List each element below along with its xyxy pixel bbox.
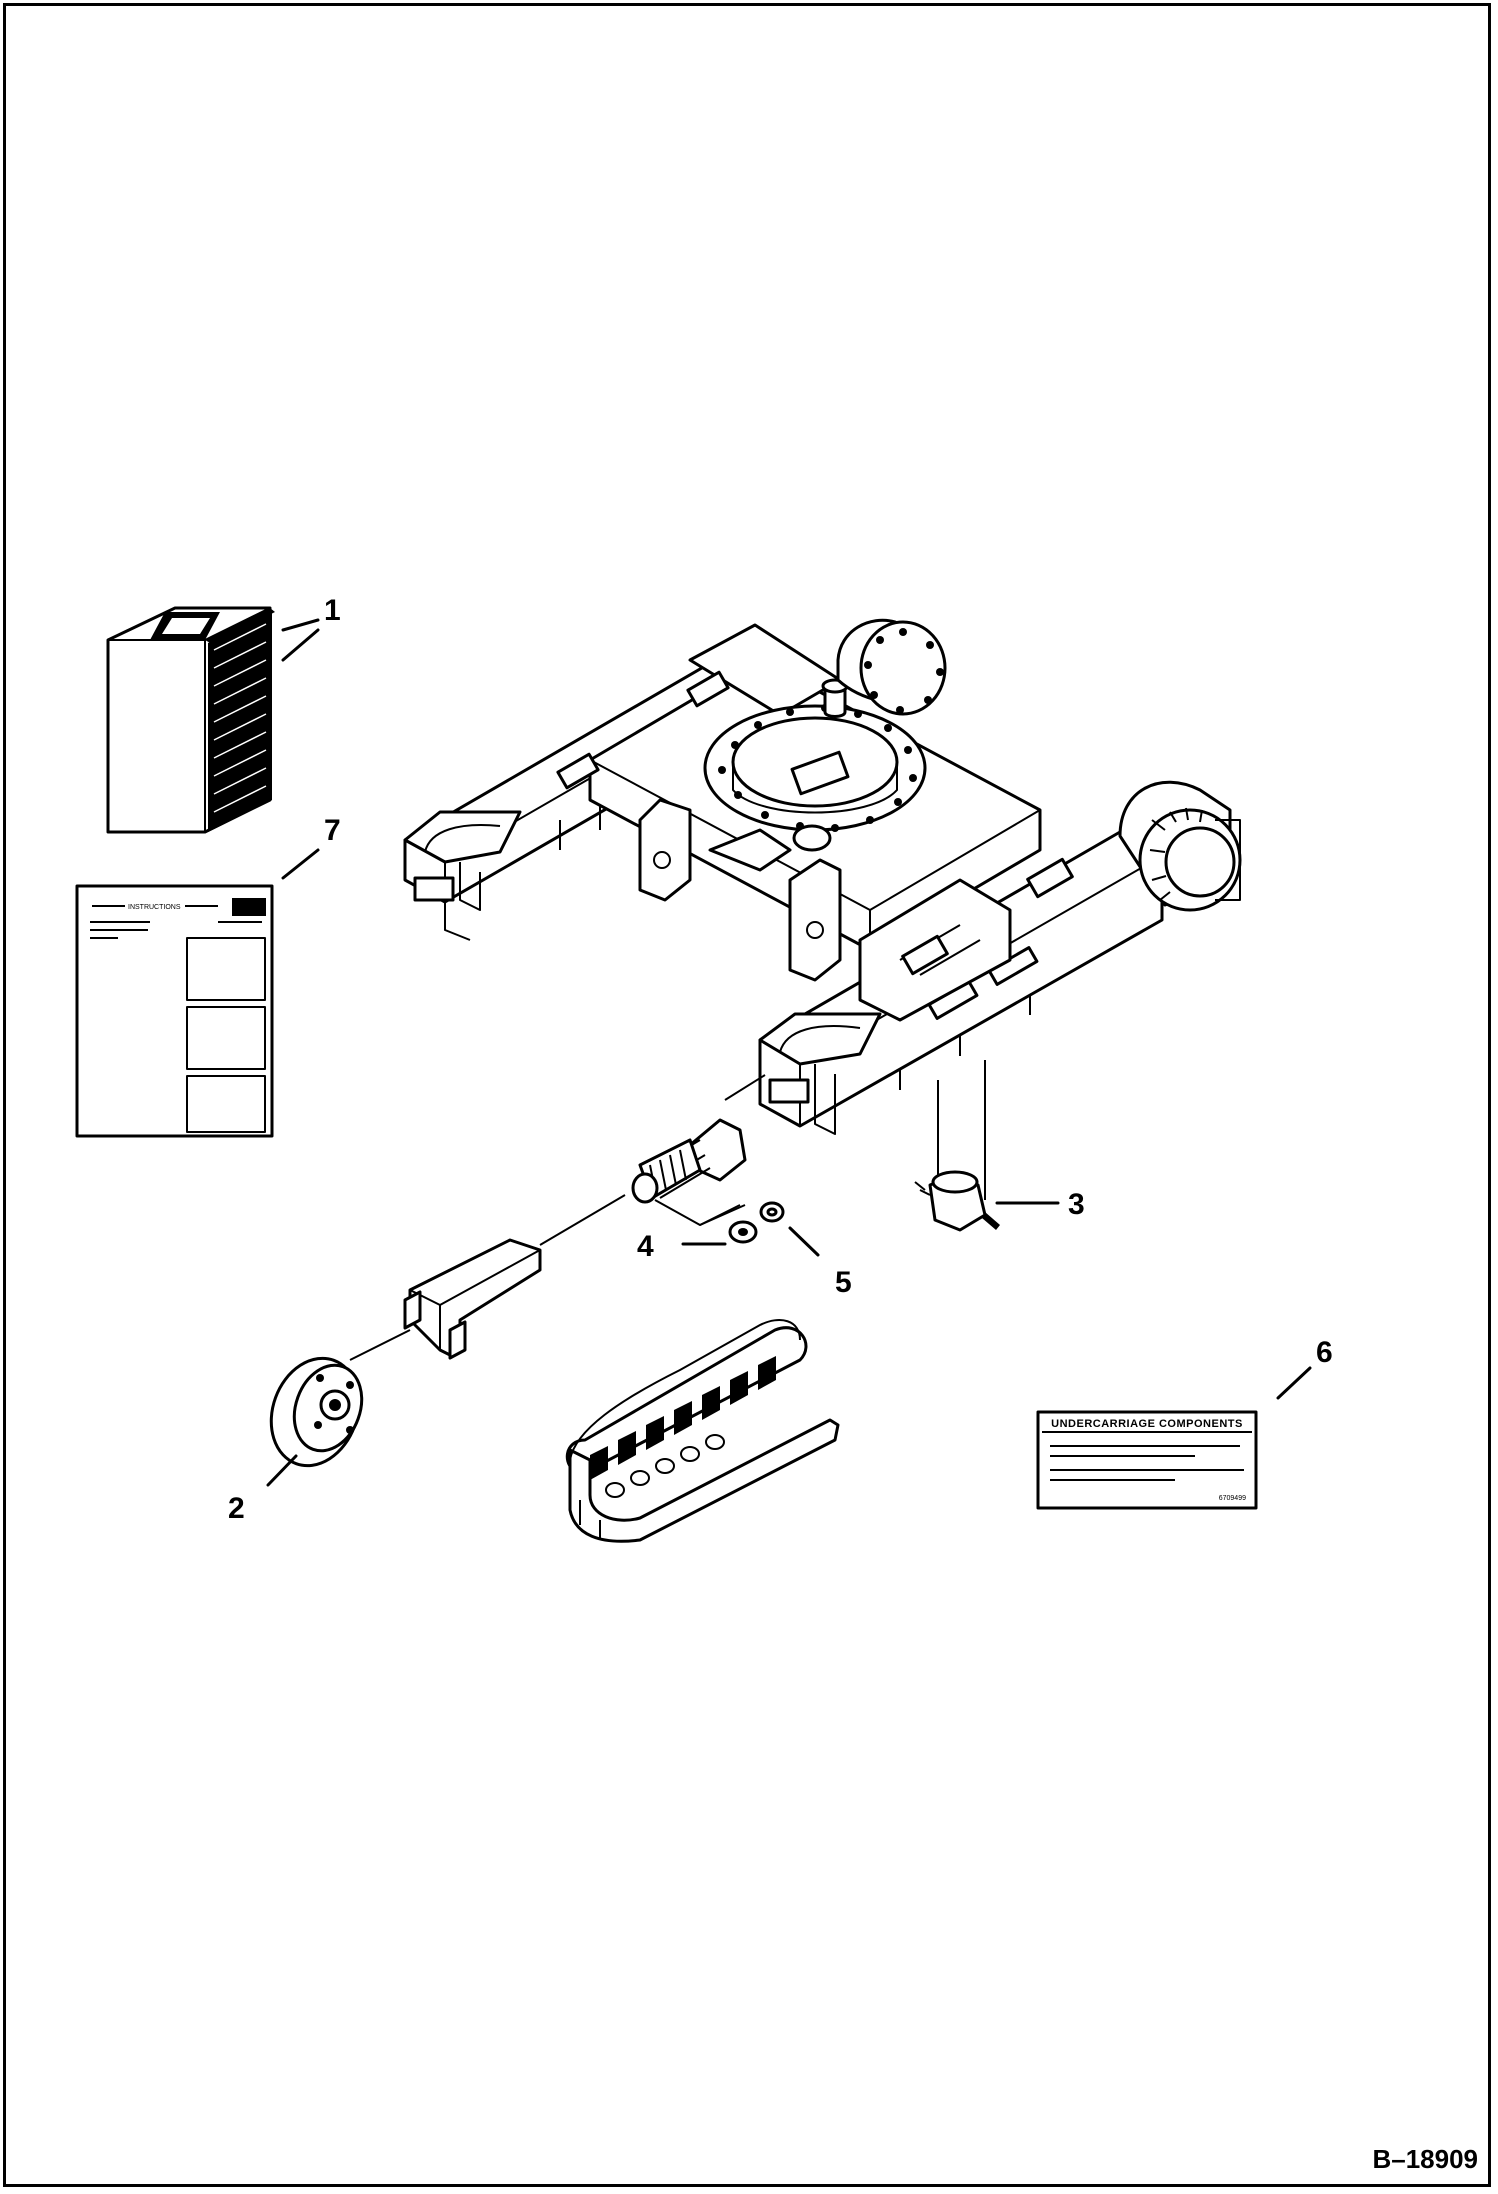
nut [728,1220,758,1244]
front-idler [269,1356,364,1468]
guide-bracket [349,1238,542,1361]
callout-1: 1 [324,594,341,627]
decal-title: UNDERCARRIAGE COMPONENTS [1051,1418,1243,1430]
callout-3: 3 [1068,1188,1085,1221]
callout-6: 6 [1316,1336,1333,1369]
instruction-sheet: INSTRUCTIONS [75,884,274,1138]
instruction-sheet-heading: INSTRUCTIONS [128,904,181,911]
undercarriage-frame [403,618,1242,1135]
figure-reference: B–18909 [1372,2144,1478,2174]
callout-2: 2 [228,1492,245,1525]
leader-lines [266,618,1312,1487]
callout-7: 7 [324,814,341,847]
callout-5: 5 [835,1266,852,1299]
carrier-roller [914,1060,1000,1232]
callout-labels: 1 2 3 4 5 6 7 [228,594,1333,1525]
undercarriage-decal: UNDERCARRIAGE COMPONENTS 6709499 [1036,1410,1258,1510]
decal-code: 6709499 [1219,1495,1246,1502]
washer [759,1201,785,1223]
rubber-track [565,1319,840,1543]
manual-box [106,606,275,834]
track-adjuster [539,1074,766,1246]
callout-4: 4 [637,1230,654,1263]
